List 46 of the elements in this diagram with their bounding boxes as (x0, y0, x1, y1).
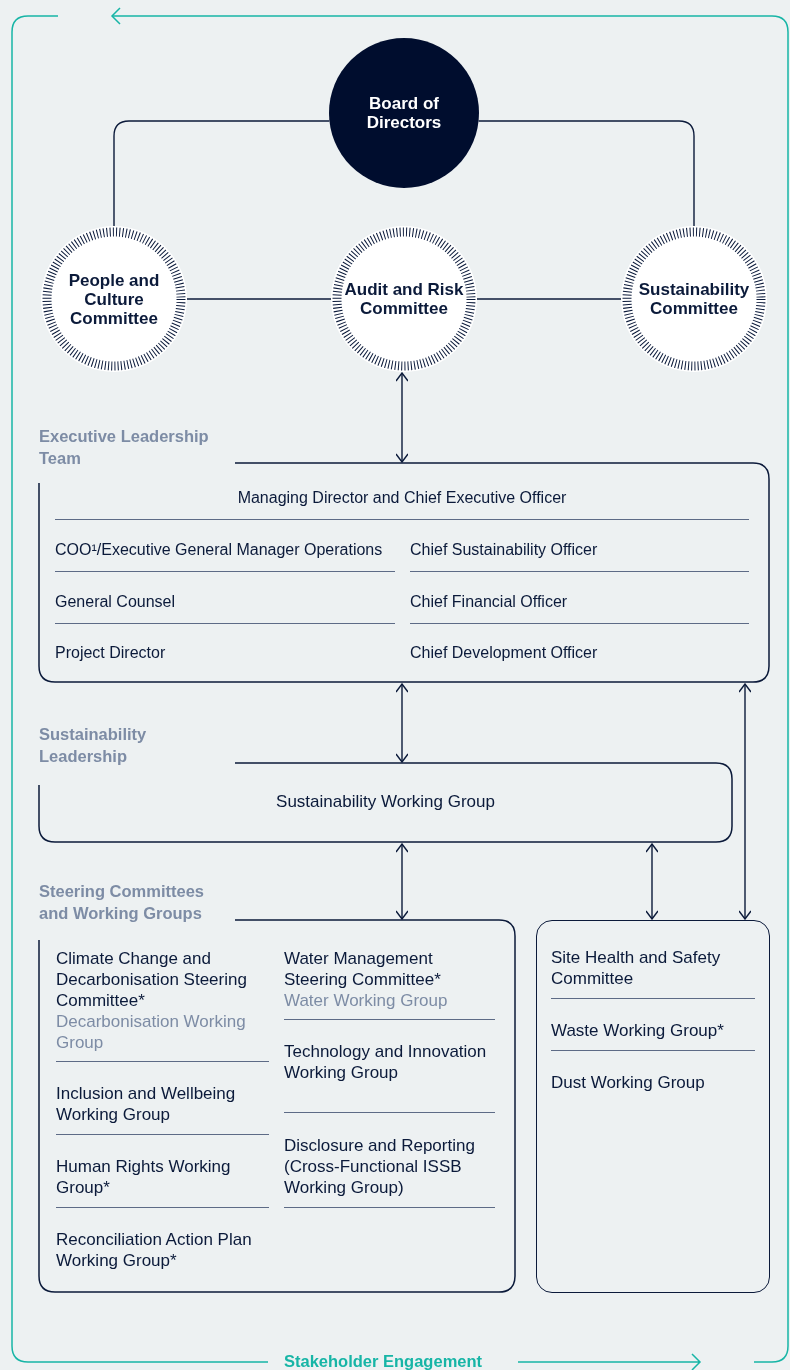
node-label: Site Health and Safety Committee (551, 947, 722, 989)
node-label: Dust Working Group (551, 1072, 706, 1093)
node-label: People and Culture Committee (67, 270, 161, 328)
node-label: Audit and Risk Committee (343, 280, 465, 318)
node-label: Climate Change and Decarbonisation Steering Committee* (56, 948, 248, 1011)
node-label: Sustainability Working Group (275, 792, 496, 812)
role-entry (55, 488, 749, 520)
node-label: Managing Director and Chief Executive Officer (236, 488, 568, 508)
node-label: Technology and Innovation Working Group (284, 1041, 488, 1083)
node-label: Human Rights Working Group* (56, 1156, 232, 1198)
connector-line (476, 298, 622, 300)
node-label: Waste Working Group* (551, 1020, 725, 1041)
node-label: Inclusion and Wellbeing Working Group (56, 1083, 237, 1125)
double-arrow (645, 843, 659, 920)
connector-line (186, 298, 332, 300)
node-label: Chief Sustainability Officer (410, 540, 599, 560)
double-arrow (738, 683, 752, 920)
section-heading: Sustainability Leadership (39, 724, 148, 767)
node-label: Chief Financial Officer (410, 592, 569, 612)
double-arrow (395, 372, 409, 463)
board-circle (329, 38, 479, 188)
node-label: Sustainability Committee (637, 280, 751, 318)
sub-label: Decarbonisation Working Group (56, 1011, 247, 1053)
role-entry (55, 540, 395, 572)
role-entry (410, 592, 749, 624)
committee-circle (41, 226, 187, 372)
node-label: COO¹/Executive General Manager Operations (55, 540, 384, 560)
node-label: Chief Development Officer (410, 643, 599, 663)
section-heading: Steering Committees and Working Groups (39, 881, 206, 924)
node-label: Disclosure and Reporting (Cross-Functional ISSB Working Group) (284, 1135, 476, 1198)
node-label: Water Management Steering Committee* (284, 948, 442, 990)
connector-line (477, 120, 695, 227)
sub-label: Water Working Group (284, 990, 449, 1011)
committee-circle (331, 226, 477, 372)
node-label: Reconciliation Action Plan Working Group* (56, 1229, 253, 1271)
section-heading: Executive Leadership Team (39, 426, 210, 469)
node-label: Project Director (55, 643, 167, 663)
group-panel (536, 920, 770, 1293)
connector-line (113, 120, 331, 227)
double-arrow (395, 843, 409, 920)
committee-circle (621, 226, 767, 372)
double-arrow (395, 683, 409, 763)
role-entry (410, 540, 749, 572)
node-label: Board of Directors (365, 94, 443, 132)
role-entry (55, 592, 395, 624)
node-label: General Counsel (55, 592, 177, 612)
